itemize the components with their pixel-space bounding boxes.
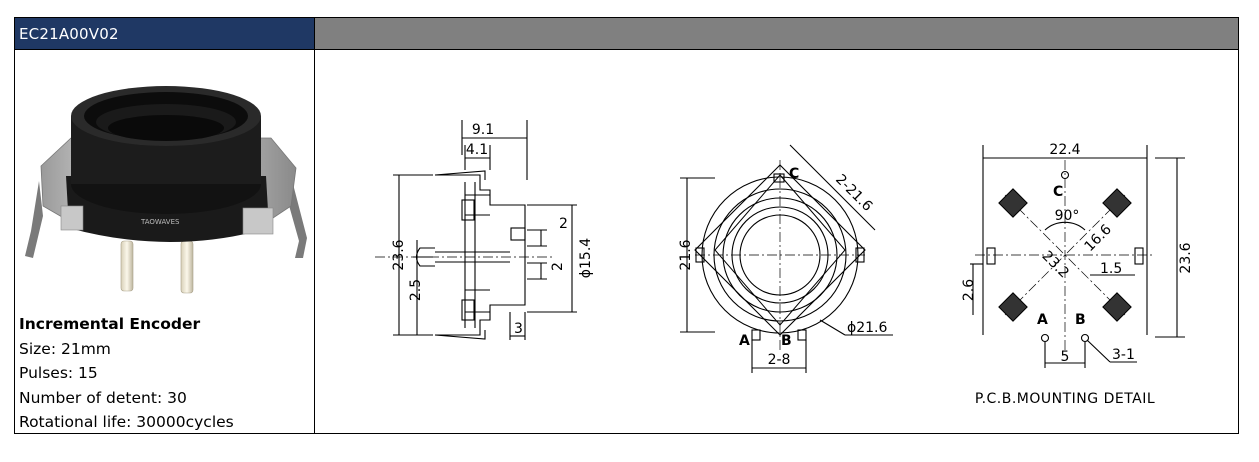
header-blank-cell	[315, 18, 1238, 49]
side-dim-shaft-offset: 2.5	[408, 279, 424, 301]
side-dim-tab: 2	[559, 216, 568, 232]
spec-detent: Number of detent: 30	[19, 388, 187, 407]
spec-title: Incremental Encoder	[19, 315, 201, 333]
pcb-dim-height: 23.6	[1178, 242, 1194, 273]
front-view-drawing	[680, 144, 893, 373]
front-dim-pins: 2-8	[768, 352, 791, 368]
spec-pulses: Pulses: 15	[19, 364, 98, 382]
pcb-label-c: C	[1053, 184, 1063, 200]
pcb-label-b: B	[1075, 312, 1086, 328]
front-dim-diameter: ϕ21.6	[847, 320, 888, 336]
pcb-dim-pad-diag: 16.6	[1082, 221, 1115, 254]
technical-drawings: 9.1 4.1 23.6 2.5 ϕ15.4 2 2 3 21.6 2-21.6…	[375, 120, 1194, 407]
side-dim-diameter: ϕ15.4	[578, 238, 594, 279]
side-dim-height: 23.6	[391, 239, 407, 270]
side-dim-gap: 2	[550, 262, 566, 271]
front-label-c: C	[789, 166, 799, 182]
pcb-dim-pin-pitch: 5	[1061, 349, 1070, 365]
header-part-cell: EC21A00V02	[15, 18, 315, 49]
side-dim-width: 9.1	[472, 122, 494, 138]
pcb-dim-angle: 90°	[1055, 208, 1080, 224]
pcb-dim-left: 2.6	[961, 279, 977, 301]
pcb-dim-hole: 3-1	[1112, 347, 1135, 363]
side-dim-base: 3	[514, 321, 523, 337]
product-sheet: EC21A00V02 TAOWAVES	[14, 17, 1239, 434]
pcb-pads	[998, 188, 1132, 322]
spec-life: Rotational life: 30000cycles	[19, 413, 234, 431]
pcb-caption: P.C.B.MOUNTING DETAIL	[975, 391, 1155, 407]
front-label-a: A	[739, 333, 750, 349]
front-label-b: B	[781, 333, 792, 349]
side-view-drawing	[375, 120, 577, 340]
pcb-label-a: A	[1037, 312, 1048, 328]
side-dim-offset: 4.1	[466, 142, 488, 158]
header-divider	[15, 49, 1238, 50]
pcb-view-drawing	[970, 145, 1185, 368]
pcb-dim-width: 22.4	[1049, 142, 1080, 158]
front-dim-height: 21.6	[678, 239, 694, 270]
product-photo: TAOWAVES	[25, 86, 307, 294]
spec-list: Incremental Encoder Size: 21mm Pulses: 1…	[19, 312, 309, 435]
brand-mark: TAOWAVES	[140, 218, 180, 226]
pcb-dim-pad: 1.5	[1100, 261, 1122, 277]
column-divider	[314, 49, 315, 433]
part-number: EC21A00V02	[19, 25, 119, 43]
spec-size: Size: 21mm	[19, 339, 111, 358]
